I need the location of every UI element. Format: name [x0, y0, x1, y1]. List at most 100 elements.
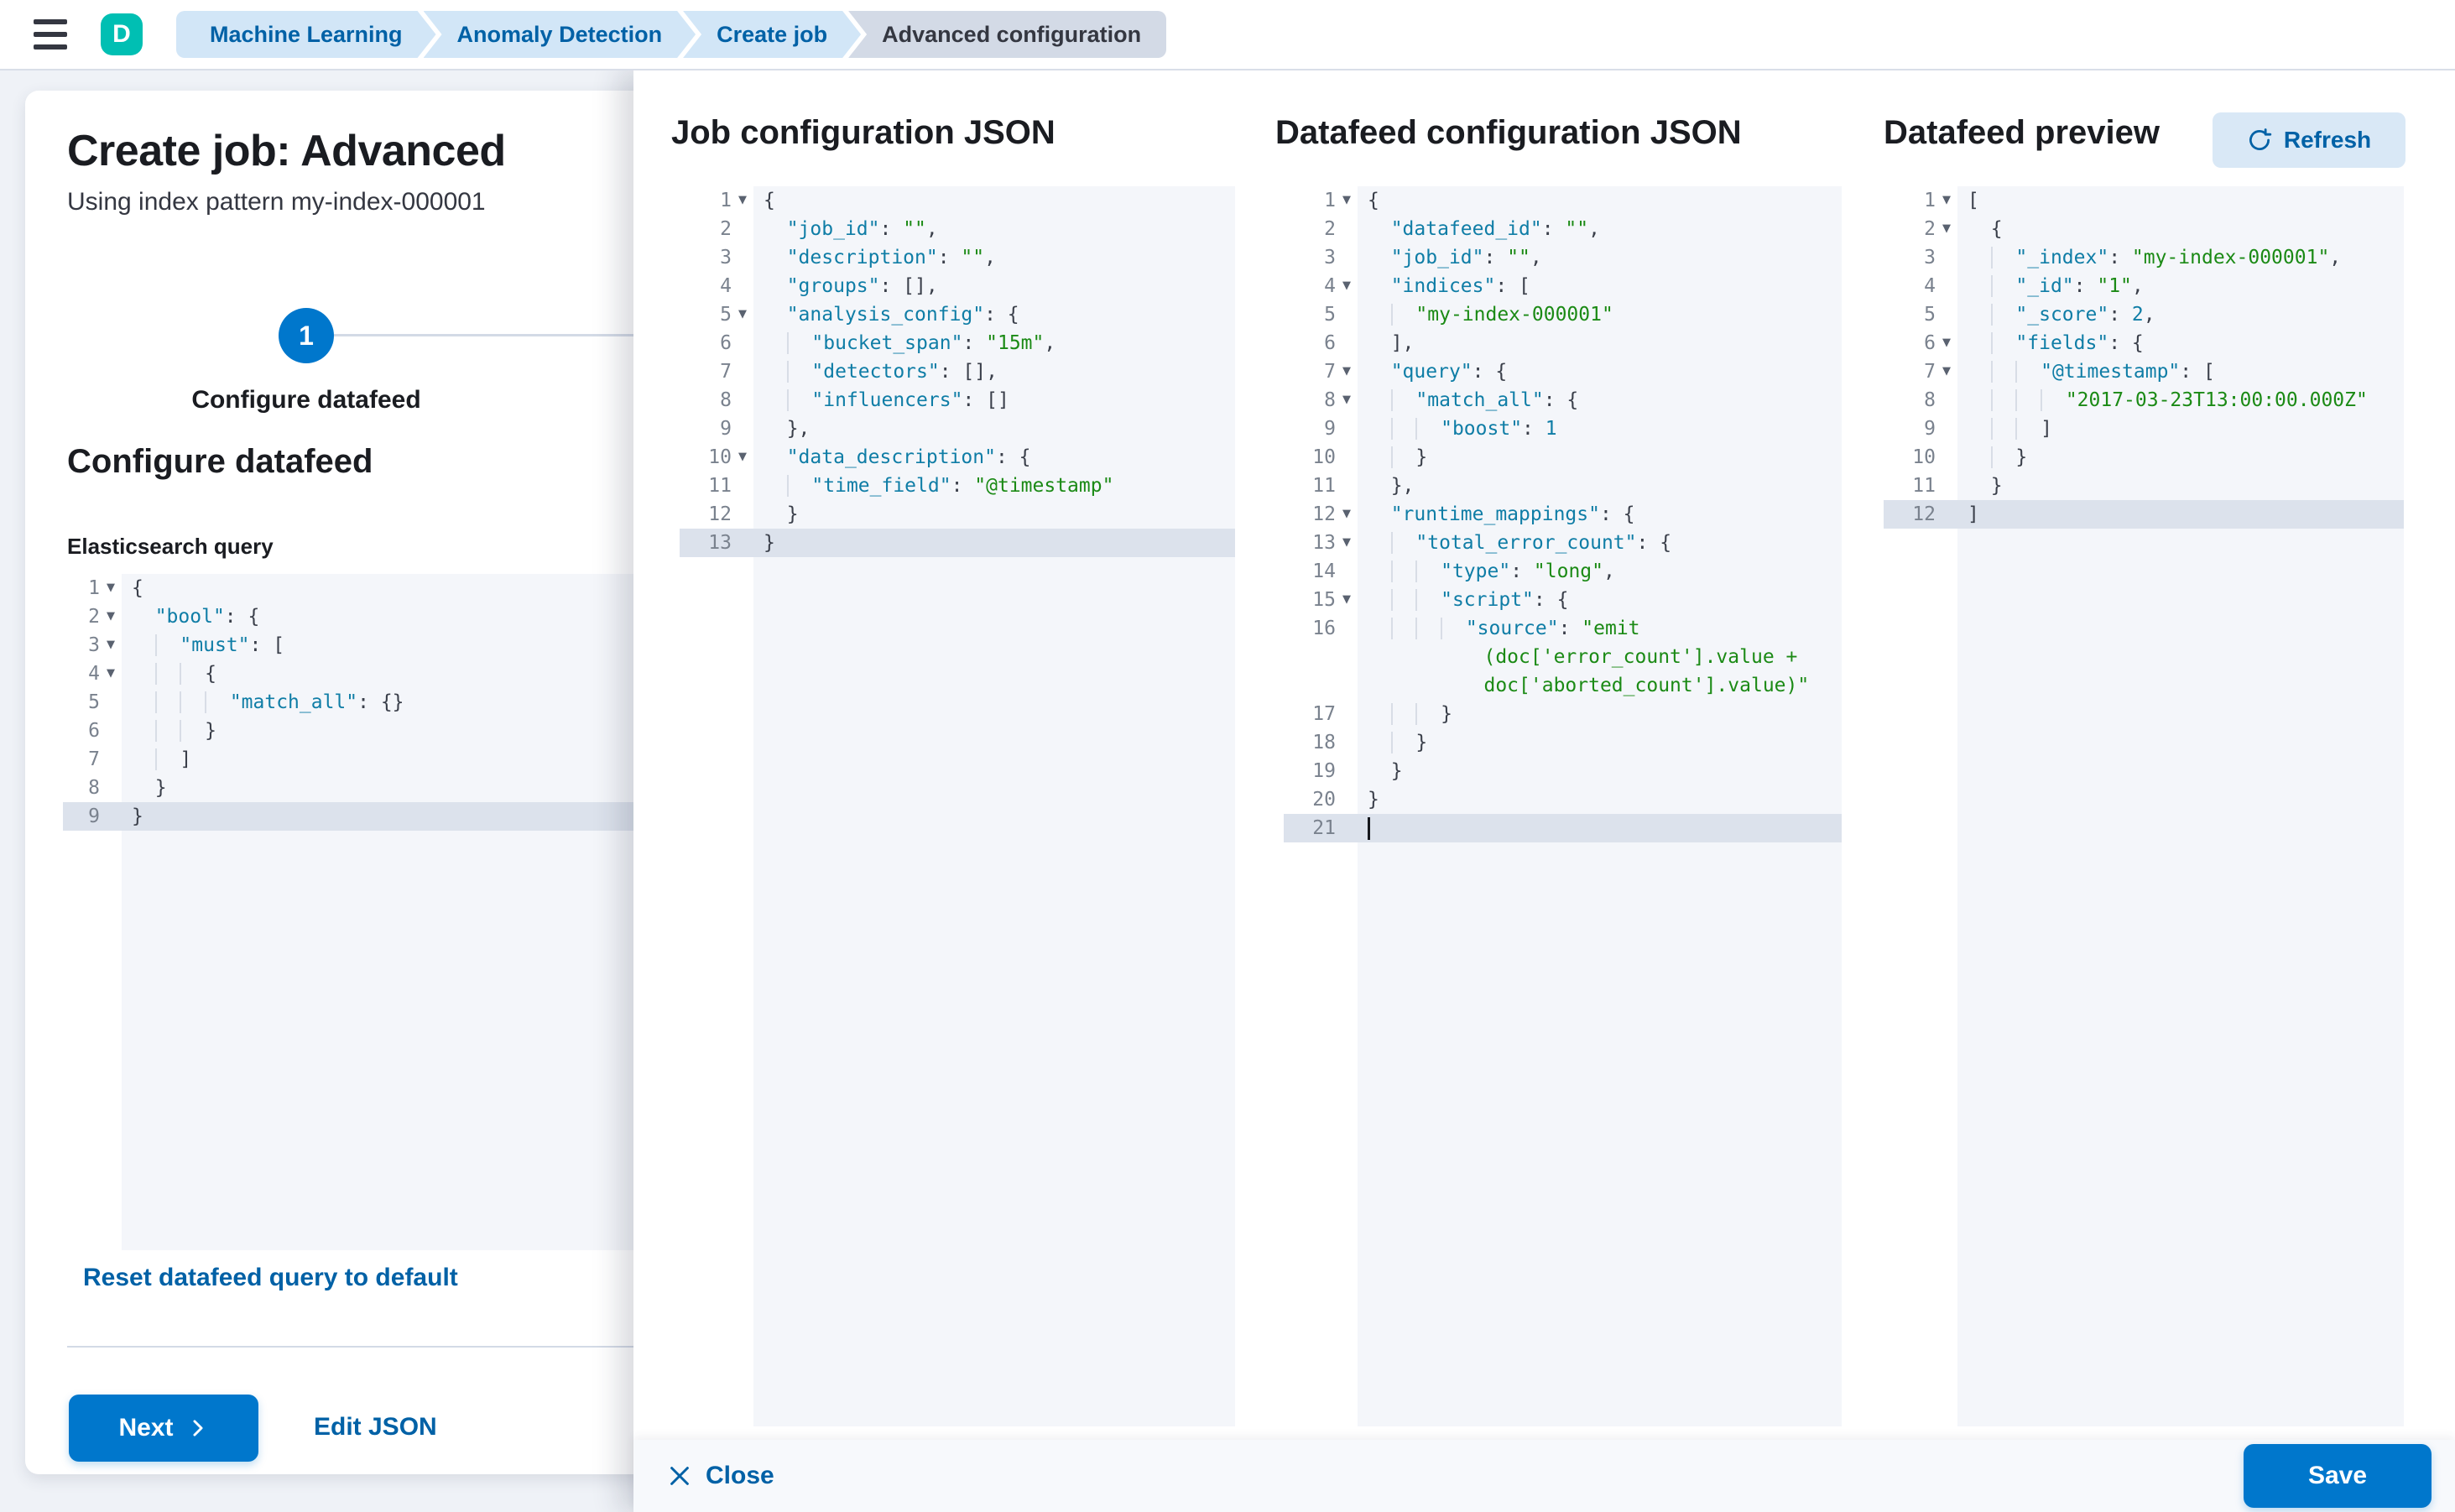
- code-line[interactable]: "job_id": "",: [1358, 243, 1842, 272]
- code-line[interactable]: {: [1358, 186, 1842, 215]
- code-line[interactable]: "runtime_mappings": {: [1358, 500, 1842, 529]
- fold-arrow-icon[interactable]: ▼: [738, 308, 747, 321]
- code-line[interactable]: "influencers": []: [753, 386, 1235, 414]
- line-number: 2: [680, 215, 753, 243]
- line-number: 3▼: [63, 631, 122, 660]
- fold-arrow-icon[interactable]: ▼: [1342, 394, 1351, 406]
- fold-arrow-icon[interactable]: ▼: [107, 610, 115, 623]
- fold-arrow-icon[interactable]: ▼: [1342, 194, 1351, 206]
- line-number: 18: [1284, 728, 1358, 757]
- editor-empty-area[interactable]: [1884, 529, 2404, 1426]
- code-line[interactable]: "source": "emit: [1358, 614, 1842, 643]
- code-line[interactable]: }: [1358, 757, 1842, 785]
- line-number: 15▼: [1284, 586, 1358, 614]
- datafeed-preview-editor[interactable]: 1▼[2▼ {3 "_index": "my-index-000001",4 "…: [1884, 186, 2404, 1426]
- code-line[interactable]: }: [1957, 443, 2404, 472]
- code-line[interactable]: "total_error_count": {: [1358, 529, 1842, 557]
- code-line[interactable]: [: [1957, 186, 2404, 215]
- fold-arrow-icon[interactable]: ▼: [738, 194, 747, 206]
- reset-datafeed-query-link[interactable]: Reset datafeed query to default: [83, 1264, 458, 1291]
- breadcrumb-item[interactable]: Create job: [683, 11, 861, 58]
- code-line[interactable]: "job_id": "",: [753, 215, 1235, 243]
- step-indicator[interactable]: 1: [279, 308, 334, 363]
- text-cursor: [1368, 817, 1370, 840]
- code-line[interactable]: ]: [1957, 500, 2404, 529]
- editor-row: 9 },: [680, 414, 1235, 443]
- fold-arrow-icon[interactable]: ▼: [107, 581, 115, 594]
- breadcrumb-item[interactable]: Anomaly Detection: [424, 11, 696, 58]
- line-number: 8: [1884, 386, 1957, 414]
- code-line[interactable]: "_score": 2,: [1957, 300, 2404, 329]
- code-line[interactable]: "query": {: [1358, 357, 1842, 386]
- line-number: 5: [1884, 300, 1957, 329]
- code-line[interactable]: "time_field": "@timestamp": [753, 472, 1235, 500]
- code-line[interactable]: }: [1358, 728, 1842, 757]
- save-button[interactable]: Save: [2244, 1444, 2432, 1508]
- fold-arrow-icon[interactable]: ▼: [107, 639, 115, 651]
- fold-arrow-icon[interactable]: ▼: [1942, 336, 1951, 349]
- code-line[interactable]: "fields": {: [1957, 329, 2404, 357]
- line-number: 5: [63, 688, 122, 717]
- fold-arrow-icon[interactable]: ▼: [107, 667, 115, 680]
- editor-empty-area[interactable]: [680, 557, 1235, 1426]
- code-line[interactable]: },: [753, 414, 1235, 443]
- fold-arrow-icon[interactable]: ▼: [738, 451, 747, 463]
- deployment-logo[interactable]: D: [101, 13, 143, 55]
- fold-arrow-icon[interactable]: ▼: [1942, 194, 1951, 206]
- code-line[interactable]: "datafeed_id": "",: [1358, 215, 1842, 243]
- code-line[interactable]: "_id": "1",: [1957, 272, 2404, 300]
- fold-arrow-icon[interactable]: ▼: [1342, 279, 1351, 292]
- code-line[interactable]: [1358, 814, 1842, 842]
- editor-row: 14 "type": "long",: [1284, 557, 1842, 586]
- menu-icon[interactable]: [34, 19, 67, 50]
- fold-arrow-icon[interactable]: ▼: [1942, 365, 1951, 378]
- page-subtitle: Using index pattern my-index-000001: [67, 188, 486, 216]
- code-line[interactable]: }: [1957, 472, 2404, 500]
- code-line[interactable]: "boost": 1: [1358, 414, 1842, 443]
- code-line[interactable]: "data_description": {: [753, 443, 1235, 472]
- code-line[interactable]: "detectors": [],: [753, 357, 1235, 386]
- code-line[interactable]: ]: [1957, 414, 2404, 443]
- line-number: 6▼: [1884, 329, 1957, 357]
- fold-arrow-icon[interactable]: ▼: [1342, 593, 1351, 606]
- code-line[interactable]: "description": "",: [753, 243, 1235, 272]
- code-line[interactable]: "type": "long",: [1358, 557, 1842, 586]
- code-line[interactable]: }: [753, 529, 1235, 557]
- code-line[interactable]: }: [1358, 785, 1842, 814]
- editor-row: 6▼ "fields": {: [1884, 329, 2404, 357]
- breadcrumb-item[interactable]: Machine Learning: [176, 11, 436, 58]
- fold-arrow-icon[interactable]: ▼: [1342, 365, 1351, 378]
- code-line[interactable]: doc['aborted_count'].value)": [1358, 671, 1842, 700]
- code-line[interactable]: },: [1358, 472, 1842, 500]
- fold-arrow-icon[interactable]: ▼: [1942, 222, 1951, 235]
- code-line[interactable]: "_index": "my-index-000001",: [1957, 243, 2404, 272]
- code-line[interactable]: "bucket_span": "15m",: [753, 329, 1235, 357]
- editor-row: 8 "influencers": []: [680, 386, 1235, 414]
- code-line[interactable]: "indices": [: [1358, 272, 1842, 300]
- datafeed-config-editor[interactable]: 1▼{2 "datafeed_id": "",3 "job_id": "",4▼…: [1284, 186, 1842, 1426]
- refresh-button[interactable]: Refresh: [2213, 112, 2405, 168]
- editor-row: 3 "_index": "my-index-000001",: [1884, 243, 2404, 272]
- code-line[interactable]: (doc['error_count'].value +: [1358, 643, 1842, 671]
- code-line[interactable]: {: [753, 186, 1235, 215]
- code-line[interactable]: ],: [1358, 329, 1842, 357]
- code-line[interactable]: }: [1358, 700, 1842, 728]
- job-config-editor[interactable]: 1▼{2 "job_id": "",3 "description": "",4 …: [680, 186, 1235, 1426]
- code-line[interactable]: "script": {: [1358, 586, 1842, 614]
- editor-empty-area[interactable]: [1284, 842, 1842, 1426]
- fold-arrow-icon[interactable]: ▼: [1342, 536, 1351, 549]
- code-line[interactable]: "@timestamp": [: [1957, 357, 2404, 386]
- close-button[interactable]: Close: [667, 1462, 774, 1490]
- code-line[interactable]: {: [1957, 215, 2404, 243]
- code-line[interactable]: "2017-03-23T13:00:00.000Z": [1957, 386, 2404, 414]
- code-line[interactable]: "groups": [],: [753, 272, 1235, 300]
- code-line[interactable]: }: [753, 500, 1235, 529]
- code-line[interactable]: "my-index-000001": [1358, 300, 1842, 329]
- fold-arrow-icon[interactable]: ▼: [1342, 508, 1351, 520]
- line-number: 3: [680, 243, 753, 272]
- code-line[interactable]: "analysis_config": {: [753, 300, 1235, 329]
- code-line[interactable]: "match_all": {: [1358, 386, 1842, 414]
- code-line[interactable]: }: [1358, 443, 1842, 472]
- next-button[interactable]: Next: [69, 1395, 258, 1462]
- edit-json-link[interactable]: Edit JSON: [314, 1413, 437, 1441]
